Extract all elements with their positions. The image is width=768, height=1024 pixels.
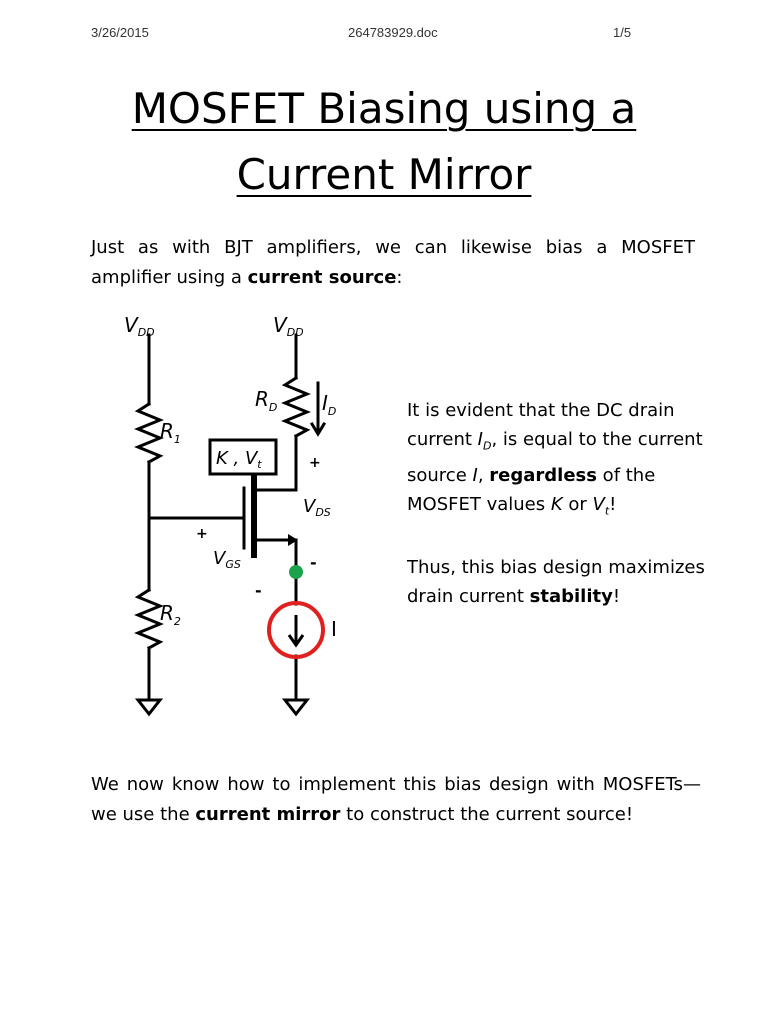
k-vt-box <box>208 438 278 476</box>
current-source-arrow-head <box>287 634 305 648</box>
vgs-label: VGS <box>213 548 241 571</box>
current-mirror-term: current mirror <box>195 804 341 825</box>
header-page-number: 1/5 <box>613 25 632 40</box>
r2-label: R2 <box>160 601 181 628</box>
current-source-label: I <box>331 617 337 641</box>
current-source-term: current source <box>247 267 397 288</box>
vgs-minus-label: - <box>255 581 262 600</box>
header-date: 3/26/2015 <box>91 25 149 40</box>
resistor-r2 <box>134 587 164 651</box>
rd-label: RD <box>255 387 277 414</box>
vds-minus-label: - <box>310 553 317 572</box>
current-source-circle <box>267 601 325 659</box>
vds-plus-label: + <box>309 455 321 471</box>
source-arrow-icon <box>288 534 298 546</box>
vdd-left-label: VDD <box>124 313 155 339</box>
vgs-plus-label: + <box>196 526 208 542</box>
explanation-paragraph-1: It is evident that the DC drain current … <box>407 400 703 518</box>
page-title-line-1: MOSFET Biasing using a <box>131 84 637 133</box>
resistor-rd <box>281 375 311 439</box>
r1-label: R1 <box>160 419 181 446</box>
k-vt-label: K , Vt <box>216 448 262 471</box>
source-node-dot <box>289 565 303 579</box>
ground-right <box>281 698 311 717</box>
id-arrow-head <box>309 421 327 437</box>
explanation-text: It is evident that the DC drain current … <box>407 396 727 611</box>
page-title-line-2: Current Mirror <box>236 150 532 199</box>
vdd-right-label: VDD <box>273 313 304 339</box>
header-filename: 264783929.doc <box>348 25 438 40</box>
id-label: ID <box>322 391 336 418</box>
vds-label: VDS <box>303 496 331 519</box>
intro-paragraph: Just as with BJT amplifiers, we can like… <box>91 237 695 288</box>
resistor-r1 <box>134 401 164 465</box>
ground-left <box>134 698 164 717</box>
closing-paragraph: We now know how to implement this bias d… <box>91 774 701 825</box>
explanation-paragraph-2: Thus, this bias design maximizes drain c… <box>407 557 705 608</box>
